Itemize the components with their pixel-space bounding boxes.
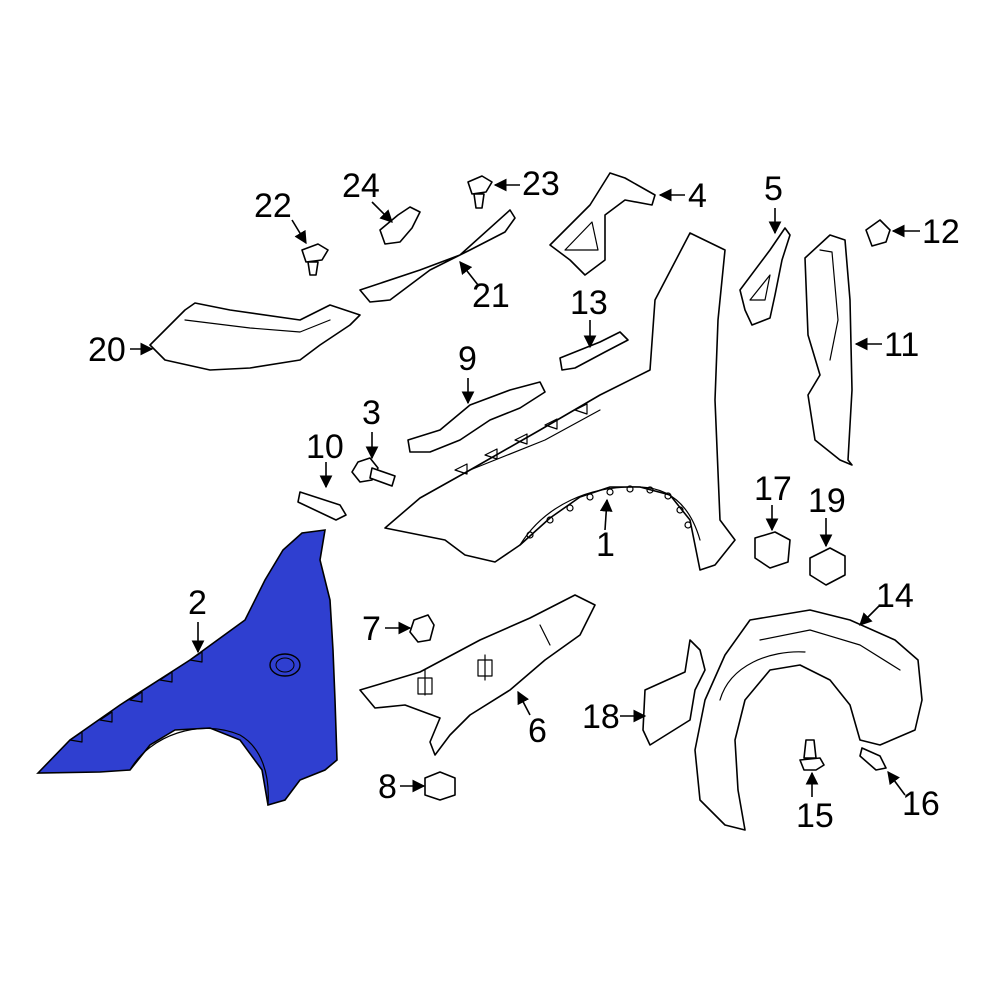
callout-18: 18	[582, 698, 620, 736]
callout-9: 9	[458, 340, 477, 378]
part-16-screw[interactable]	[859, 747, 887, 771]
part-22-clip[interactable]	[301, 243, 329, 276]
part-18-bracket[interactable]	[642, 639, 706, 746]
part-13-bracket[interactable]	[559, 331, 629, 371]
part-3-bolt[interactable]	[351, 457, 396, 487]
part-7-bolt[interactable]	[409, 614, 435, 643]
callout-21: 21	[472, 277, 510, 315]
callout-20: 20	[88, 331, 126, 369]
callout-11: 11	[884, 326, 919, 364]
part-11-panel[interactable]	[804, 234, 853, 466]
part-2-fender-highlighted[interactable]	[36, 529, 338, 807]
callout-16: 16	[902, 785, 940, 823]
callout-1: 1	[596, 526, 615, 564]
part-19-clip[interactable]	[809, 547, 846, 586]
part-5-bracket[interactable]	[739, 227, 791, 326]
part-23-clip[interactable]	[467, 175, 493, 209]
part-14-wheel-liner[interactable]	[694, 609, 923, 831]
callout-5: 5	[764, 170, 783, 208]
part-24-bracket[interactable]	[379, 206, 421, 245]
callout-19: 19	[808, 482, 846, 520]
callout-14: 14	[876, 577, 914, 615]
part-20-shield[interactable]	[149, 302, 361, 371]
part-8-nut[interactable]	[424, 771, 456, 801]
part-10-stud[interactable]	[297, 491, 347, 521]
leader-lines	[130, 178, 920, 797]
part-9-bracket[interactable]	[407, 381, 546, 453]
part-17-clip[interactable]	[754, 531, 791, 569]
callout-17: 17	[754, 470, 792, 508]
callout-22: 22	[254, 187, 292, 225]
part-1-fender[interactable]	[384, 232, 736, 571]
part-4-bracket[interactable]	[549, 172, 656, 276]
part-6-bracket[interactable]	[359, 594, 596, 756]
part-21-bracket[interactable]	[359, 209, 516, 303]
callout-6: 6	[528, 712, 547, 750]
callout-15: 15	[796, 797, 834, 835]
callout-7: 7	[362, 610, 381, 648]
callout-24: 24	[342, 167, 380, 205]
callout-23: 23	[522, 165, 560, 203]
callout-8: 8	[378, 768, 397, 806]
callout-4: 4	[688, 177, 707, 215]
callouts: 1 2 3 4 5 6 7 8 9 10 11 12 13 14 15 16 1…	[88, 165, 960, 835]
callout-12: 12	[922, 213, 960, 251]
callout-2: 2	[188, 584, 207, 622]
callout-13: 13	[570, 284, 608, 322]
part-15-clip[interactable]	[799, 739, 825, 771]
callout-3: 3	[362, 394, 381, 432]
part-12-clip[interactable]	[865, 219, 891, 247]
callout-10: 10	[306, 428, 344, 466]
